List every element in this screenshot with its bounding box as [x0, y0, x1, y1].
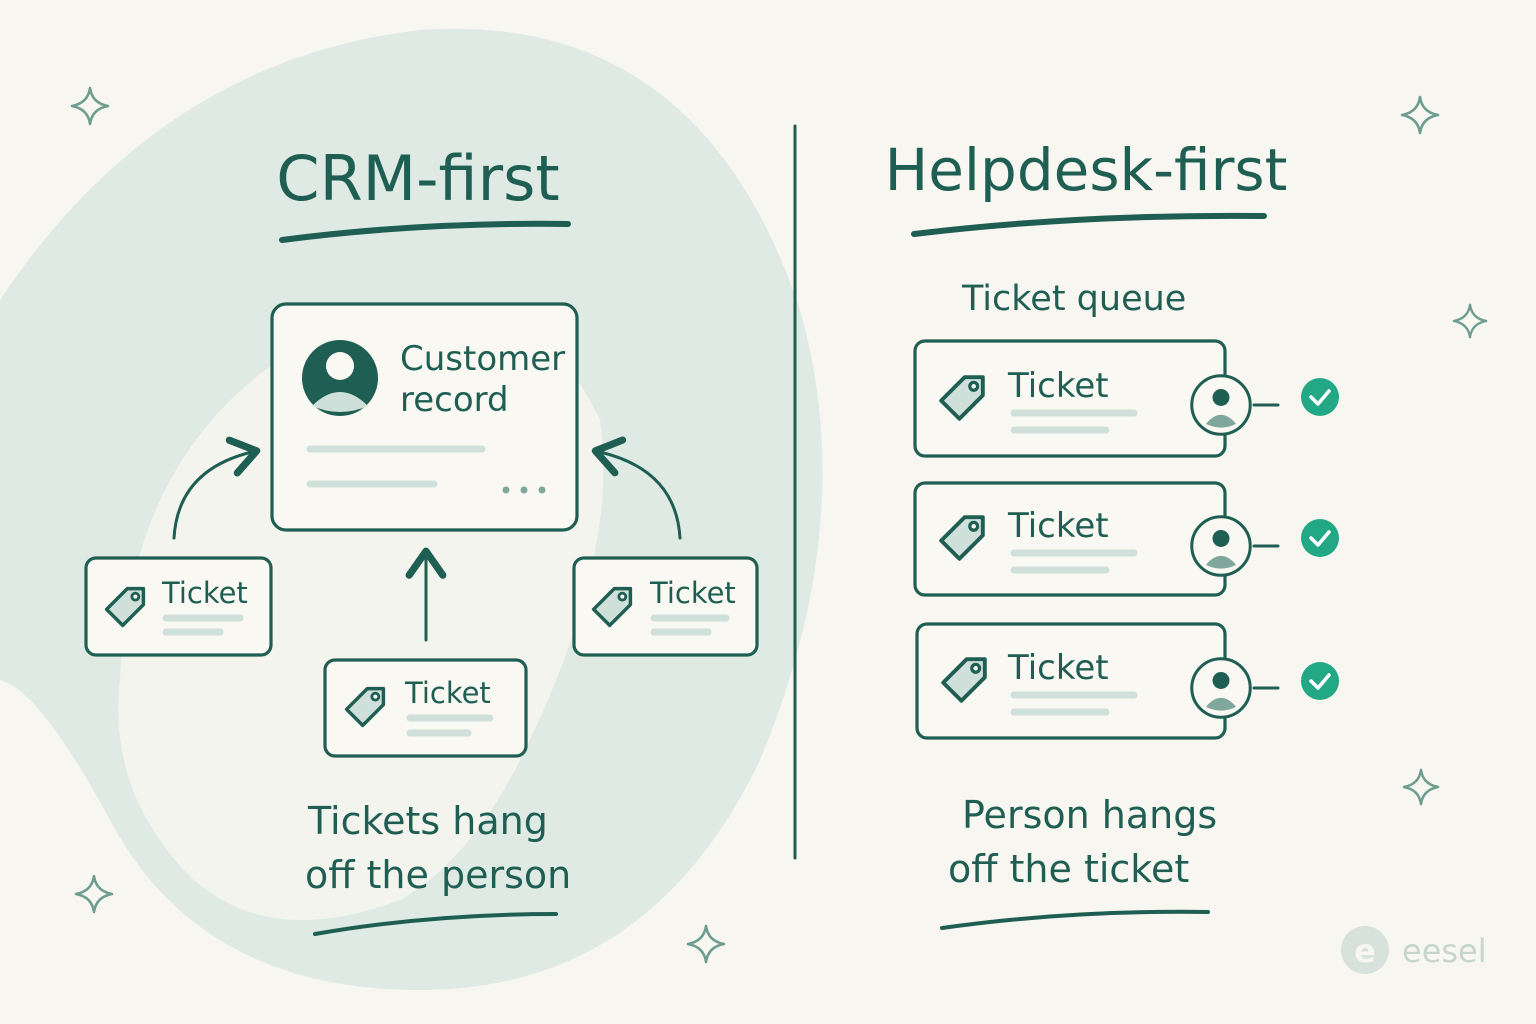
- sparkle-icon: [70, 86, 110, 126]
- queue-ticket-row: Ticket: [915, 622, 1340, 740]
- customer-record-label-line2: record: [400, 380, 509, 420]
- caption-underline: [940, 909, 1210, 930]
- check-circle-icon: [1300, 518, 1340, 558]
- logo-mark: e: [1354, 932, 1376, 970]
- right-caption-line2: off the ticket: [948, 847, 1189, 891]
- ticket-label: Ticket: [1007, 648, 1109, 688]
- ticket-label: Ticket: [161, 576, 248, 610]
- ticket-label: Ticket: [1007, 506, 1109, 546]
- right-panel-title: Helpdesk-first: [885, 136, 1288, 204]
- sparkle-icon: [1452, 303, 1488, 339]
- sparkle-icon: [1400, 95, 1440, 135]
- person-icon: [1190, 374, 1252, 436]
- sparkle-icon: [74, 874, 114, 914]
- ticket-queue-label: Ticket queue: [961, 279, 1186, 319]
- arrow-left-to-record: [172, 436, 261, 540]
- title-underline: [279, 220, 571, 243]
- ticket-card: Ticket: [323, 658, 528, 758]
- sparkle-icon: [1402, 768, 1440, 806]
- left-caption-line1: Tickets hang: [307, 799, 548, 843]
- left-panel-title: CRM-first: [276, 142, 559, 215]
- more-dots-icon: [502, 486, 546, 494]
- person-icon: [1190, 657, 1252, 719]
- person-icon: [302, 340, 378, 416]
- ticket-label: Ticket: [404, 676, 491, 710]
- check-circle-icon: [1300, 377, 1340, 417]
- caption-underline: [313, 912, 558, 936]
- ticket-label: Ticket: [649, 576, 736, 610]
- queue-ticket-row: Ticket: [913, 339, 1340, 458]
- person-icon: [1190, 515, 1252, 577]
- ticket-label: Ticket: [1007, 366, 1109, 406]
- sparkle-icon: [686, 924, 726, 964]
- left-caption-line2: off the person: [305, 853, 571, 897]
- customer-record-card: Customer record: [270, 302, 579, 532]
- eesel-logo: e eesel: [1341, 926, 1487, 974]
- right-caption-line1: Person hangs: [962, 793, 1217, 837]
- ticket-card: Ticket: [84, 556, 273, 657]
- customer-record-label-line1: Customer: [400, 339, 565, 379]
- title-underline: [911, 212, 1267, 237]
- queue-ticket-row: Ticket: [913, 481, 1340, 597]
- ticket-card: Ticket: [572, 556, 759, 657]
- check-circle-icon: [1300, 661, 1340, 701]
- logo-wordmark: eesel: [1402, 932, 1487, 970]
- arrow-right-to-record: [591, 436, 682, 540]
